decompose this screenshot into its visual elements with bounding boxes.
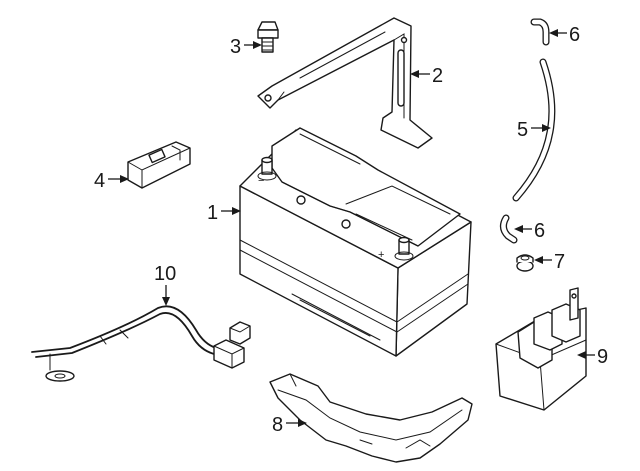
vent-elbow-bottom-part: [499, 214, 518, 244]
bolt-part: [257, 21, 279, 53]
battery-plus-mark: +: [378, 249, 384, 261]
callout-6a: [549, 29, 567, 37]
callout-label-6b: 6: [534, 220, 545, 242]
clamp-block-part: [127, 141, 191, 189]
callout-9: [577, 351, 595, 359]
battery-part: [239, 127, 472, 357]
callout-2: [410, 70, 430, 78]
battery-cover-part: [495, 287, 587, 411]
callout-10: [162, 285, 170, 306]
callout-label-5: 5: [517, 119, 528, 141]
callout-label-8: 8: [272, 414, 283, 436]
callout-6b: [514, 225, 532, 233]
vent-elbow-top-part: [530, 18, 550, 46]
callout-8: [286, 419, 307, 427]
callout-1: [221, 207, 241, 215]
callout-label-10: 10: [154, 263, 176, 285]
hold-down-bracket-part: [257, 17, 433, 149]
callout-label-4: 4: [94, 170, 105, 192]
tray-shield-part: [269, 373, 473, 463]
callout-label-1: 1: [207, 202, 218, 224]
callout-label-9: 9: [597, 346, 608, 368]
vent-plug-part: [516, 254, 534, 272]
callout-5: [531, 124, 551, 132]
cable-harness-part: [31, 305, 251, 382]
battery-minus-mark: −: [258, 175, 264, 187]
callout-4: [108, 175, 129, 183]
callout-label-7: 7: [554, 251, 565, 273]
callout-label-2: 2: [432, 65, 443, 87]
callout-7: [534, 256, 552, 264]
callout-label-6a: 6: [569, 24, 580, 46]
vent-hose-part: [512, 58, 556, 202]
callout-3: [244, 41, 262, 49]
callout-label-3: 3: [230, 36, 241, 58]
